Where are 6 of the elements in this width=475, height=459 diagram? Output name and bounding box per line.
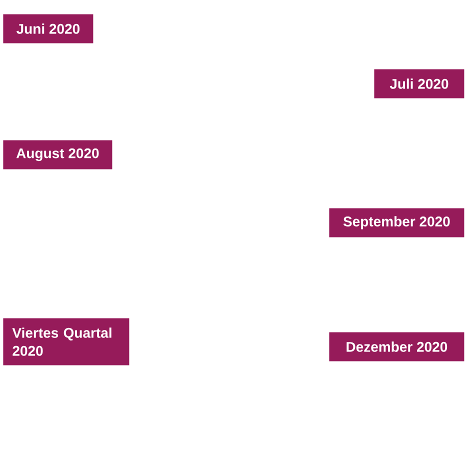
month-box: August 2020 (3, 140, 112, 170)
month-box: Juli 2020 (374, 69, 464, 98)
month-box: Juni 2020 (3, 14, 94, 44)
month-box: Dezember 2020 (329, 332, 464, 362)
month-box: September 2020 (329, 208, 464, 238)
month-box: Viertes Quartal 2020 (3, 318, 130, 366)
